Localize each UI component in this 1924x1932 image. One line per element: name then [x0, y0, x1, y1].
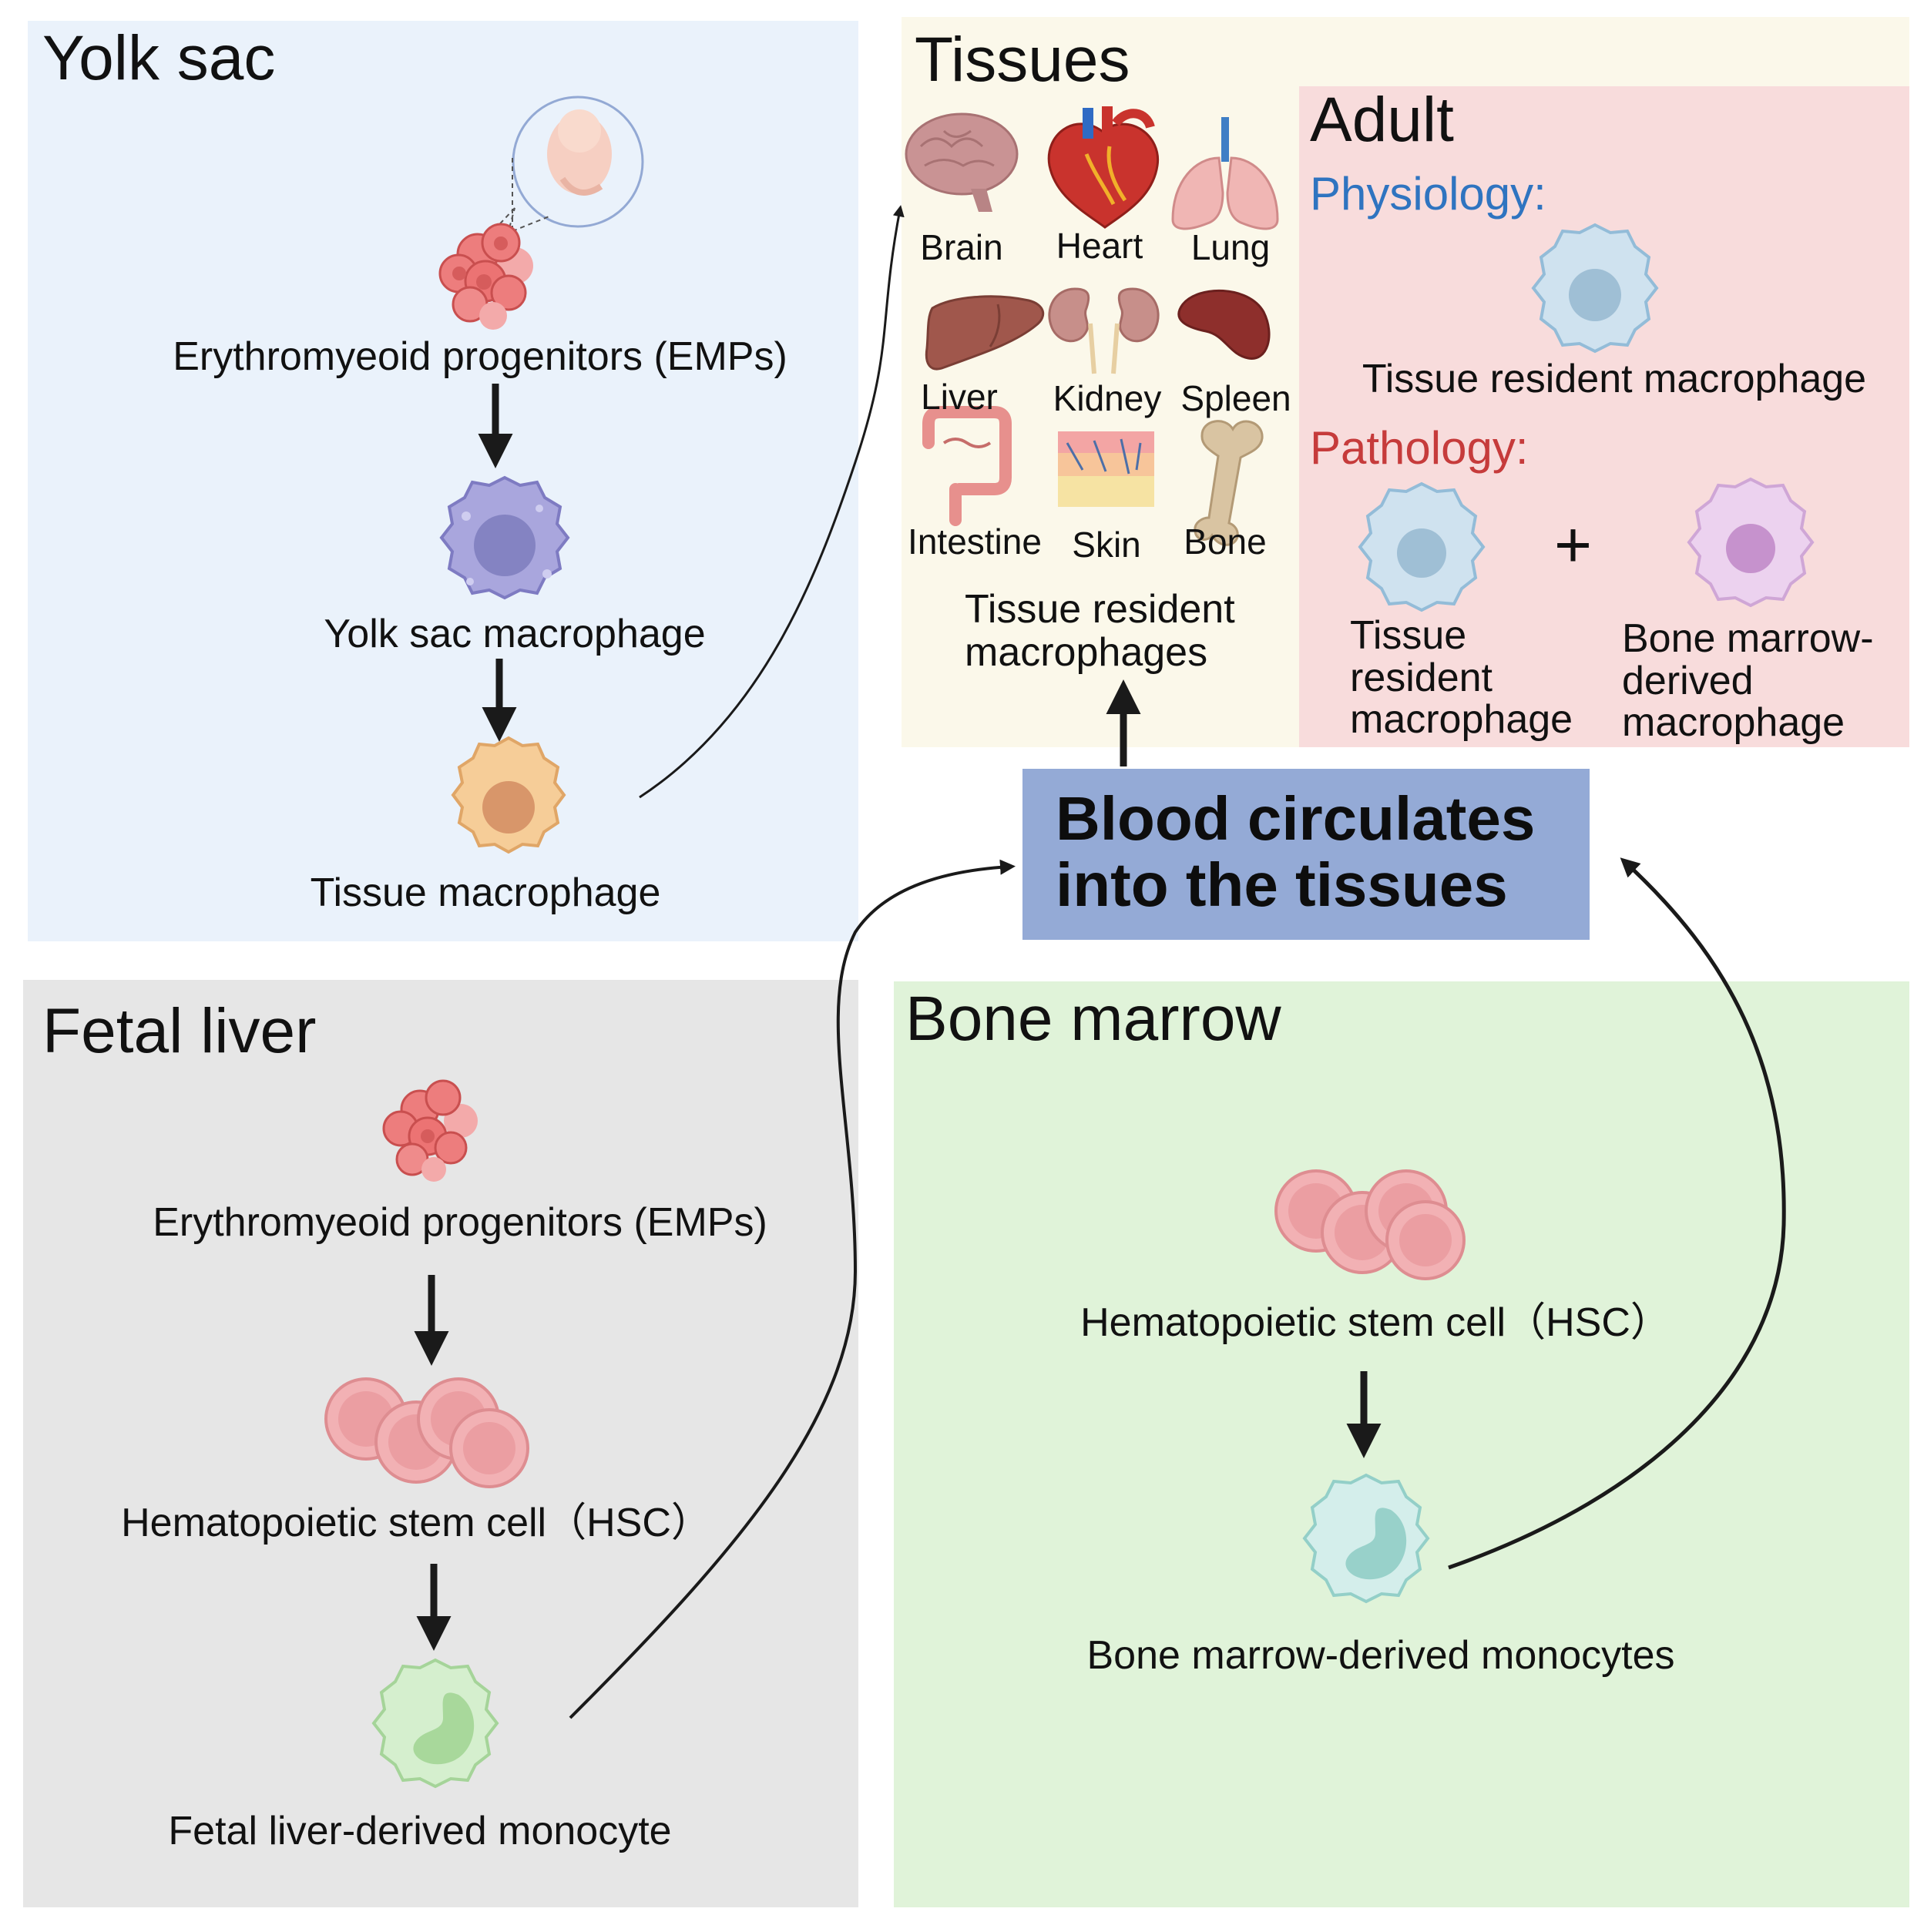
- yolk-sac-panel: [28, 21, 858, 941]
- lung-icon: [1171, 117, 1279, 230]
- tissue-macrophage-icon: [451, 736, 566, 854]
- plus-sign: +: [1554, 508, 1593, 581]
- physiology-cell-label: Tissue resident macrophage: [1362, 357, 1867, 401]
- fetal-hsc-icon: [324, 1377, 529, 1488]
- liver-icon: [925, 295, 1045, 371]
- adult-panel: [1299, 86, 1909, 747]
- organ-label-brain: Brain: [920, 227, 1003, 267]
- fetal-monocyte-icon: [371, 1658, 499, 1789]
- bone-marrow-monocyte-icon: [1302, 1473, 1430, 1604]
- organ-label-spleen: Spleen: [1180, 378, 1291, 418]
- adult-title: Adult: [1310, 85, 1454, 155]
- organ-label-kidney: Kidney: [1053, 378, 1162, 418]
- bone-marrow-title: Bone marrow: [905, 984, 1281, 1054]
- skin-icon: [1058, 431, 1154, 507]
- intestine-icon: [922, 406, 1012, 526]
- tissue-macrophage-label: Tissue macrophage: [310, 870, 661, 915]
- brain-icon: [905, 112, 1019, 212]
- organ-label-skin: Skin: [1072, 525, 1141, 565]
- organ-label-heart: Heart: [1056, 226, 1143, 266]
- fetal-hsc-label: Hematopoietic stem cell（HSC）: [121, 1501, 711, 1545]
- fetal-emp-label: Erythromyeoid progenitors (EMPs): [153, 1200, 767, 1245]
- pathology-cell2-label: Bone marrow- derived macrophage: [1622, 616, 1874, 746]
- heart-icon: [1047, 106, 1160, 229]
- yolk-sac-title: Yolk sac: [42, 23, 276, 93]
- fetal-monocyte-label: Fetal liver-derived monocyte: [168, 1809, 672, 1853]
- physiology-label: Physiology:: [1310, 168, 1546, 220]
- organ-label-bone: Bone: [1184, 522, 1267, 562]
- bone-marrow-monocyte-label: Bone marrow-derived monocytes: [1086, 1633, 1675, 1678]
- bone-marrow-hsc-icon: [1274, 1169, 1466, 1280]
- fetal-emp-cluster-icon: [382, 1079, 478, 1182]
- spleen-icon: [1177, 289, 1271, 360]
- blood-circulation-box: Blood circulates into the tissues: [1022, 769, 1590, 940]
- pathology-cell1-label: Tissue resident macrophage: [1350, 613, 1573, 743]
- organ-label-lung: Lung: [1190, 227, 1271, 267]
- tissue-resident-macrophages-label: Tissue resident macrophages: [965, 587, 1235, 676]
- physiology-macrophage-icon: [1531, 223, 1659, 354]
- pathology-tissue-macrophage-icon: [1358, 481, 1486, 612]
- embryo-icon: [491, 96, 644, 232]
- organ-label-liver: Liver: [921, 377, 998, 417]
- bone-icon: [1194, 420, 1264, 546]
- yolk-sac-macrophage-label: Yolk sac macrophage: [324, 612, 706, 656]
- kidney-icon: [1048, 287, 1160, 374]
- organ-label-intestine: Intestine: [908, 522, 1042, 562]
- yolk-emp-label: Erythromyeoid progenitors (EMPs): [173, 334, 787, 379]
- blood-circulation-label: Blood circulates into the tissues: [1056, 784, 1536, 920]
- pathology-bone-marrow-macrophage-icon: [1687, 477, 1815, 608]
- yolk-sac-macrophage-icon: [439, 475, 570, 600]
- fetal-liver-title: Fetal liver: [42, 996, 317, 1066]
- pathology-label: Pathology:: [1310, 422, 1529, 474]
- bone-marrow-hsc-label: Hematopoietic stem cell（HSC）: [1080, 1300, 1670, 1345]
- tissues-title: Tissues: [915, 25, 1130, 95]
- bone-marrow-panel: [894, 981, 1909, 1907]
- emp-cluster-icon: [438, 223, 533, 330]
